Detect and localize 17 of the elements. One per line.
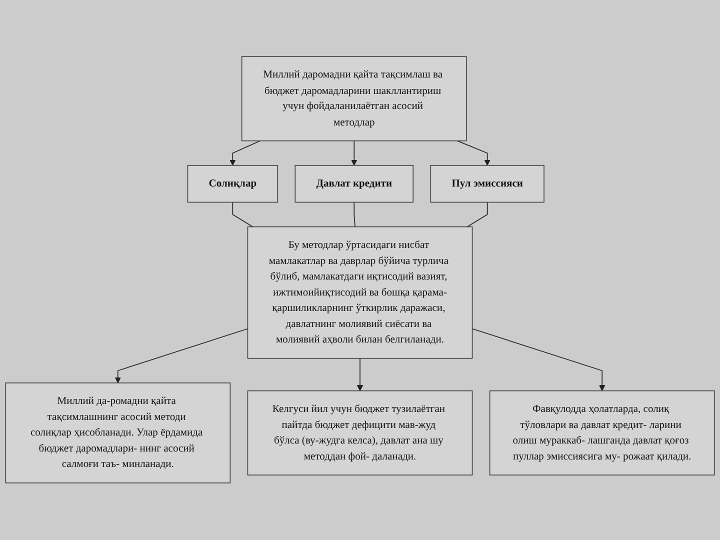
arrow [351, 140, 358, 166]
node-box: Бу методлар ўртасидаги нисбат мамлакатлар ва даврлар бўйича турлича бўлиб, мамлакатдаги иқтисодий вазият, ижтимоийиқтисодий ва бошқа қарама-қаршиликларнинг ўткирлик даражаси, давлатнинг молиявий сиёсати ва молиявий аҳволи билан белгиланади. [247, 226, 473, 360]
node-box: Давлат кредити [294, 165, 414, 203]
arrow [356, 358, 364, 392]
arrow [456, 140, 490, 166]
arrow [114, 328, 248, 384]
node-box: Миллий даромадни қайта тақсимлаш ва бюджет даромадларини шакллантириш учун фойдаланилаётган асосий методлар [241, 56, 467, 142]
node-box: Миллий да-ромадни қайта тақсимлашнинг асосий методи солиқлар ҳисобланади. Улар ёрдамида бюджет даромадлари- нинг асосий салмоғи таъ- минланади. [5, 382, 231, 484]
connector [354, 202, 356, 228]
arrow [472, 328, 606, 392]
node-box: Келгуси йил учун бюджет тузилаётган пайтда бюджет дефицити мав-жуд бўлса (ву-жудга келса), давлат ана шу методдан фой- даланади. [247, 390, 473, 476]
connector [466, 202, 488, 228]
node-box: Пул эмиссияси [430, 165, 544, 203]
arrow [230, 140, 261, 166]
connector [232, 202, 254, 228]
node-box: Солиқлар [187, 165, 278, 203]
node-box: Фавқулодда ҳолатларда, солиқ тўловлари ва давлат кредит- ларини олиш мураккаб- лашганда давлат қоғоз пуллар эмиссиясига му- рожаат қилади. [489, 390, 715, 476]
